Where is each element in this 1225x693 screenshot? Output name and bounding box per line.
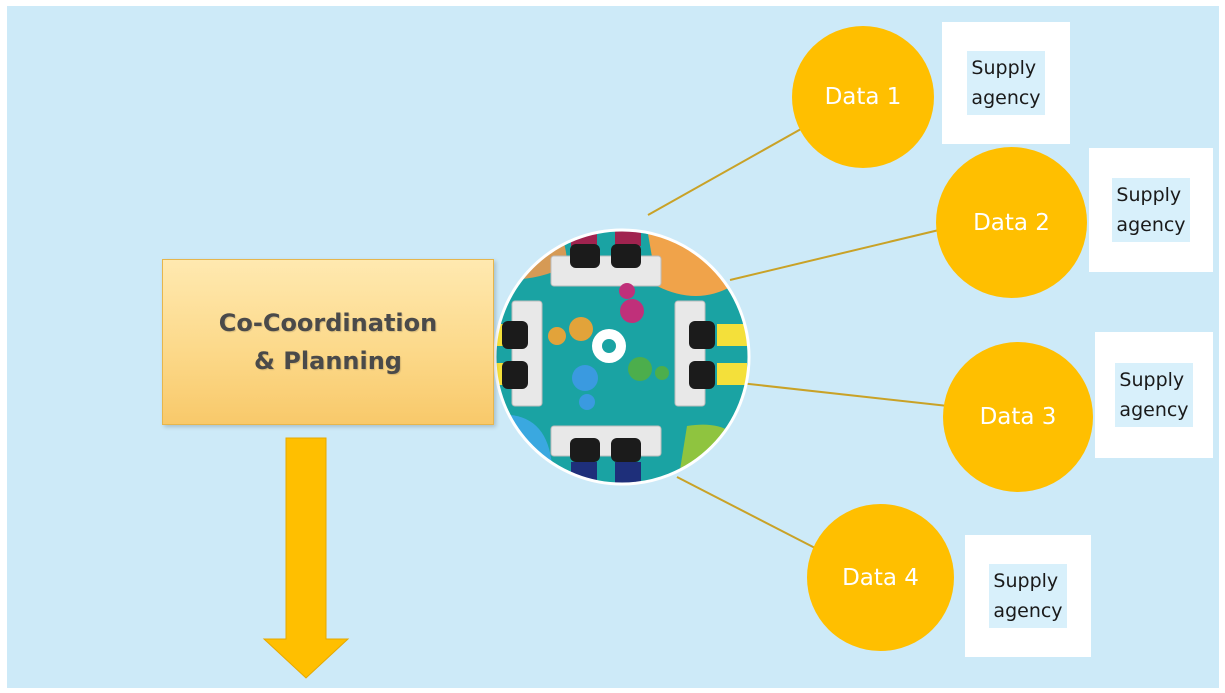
coordination-title-line1: Co-Coordination xyxy=(218,309,438,337)
coordination-title-line2: & Planning xyxy=(254,347,402,375)
data-node-1: Data 1 xyxy=(792,26,934,168)
supply-agency-box-2: Supply agency xyxy=(1089,148,1213,272)
supply-agency-4-line1: Supply xyxy=(993,570,1059,592)
data-node-4-label: Data 4 xyxy=(842,564,919,591)
connector-line-4 xyxy=(676,476,818,550)
down-arrow xyxy=(262,437,350,679)
data-node-4: Data 4 xyxy=(807,504,954,651)
supply-agency-3-line1: Supply xyxy=(1119,369,1185,391)
supply-agency-2-line2: agency xyxy=(1116,214,1186,236)
connector-layer xyxy=(262,128,949,679)
data-node-3-label: Data 3 xyxy=(979,404,1057,430)
data-node-3: Data 3 xyxy=(943,342,1093,492)
diagram-canvas: Co-Coordination & Planning Data 1 Supply… xyxy=(7,6,1219,688)
supply-agency-box-3: Supply agency xyxy=(1095,332,1213,458)
coordination-planning-box: Co-Coordination & Planning xyxy=(162,259,494,425)
data-node-1-label: Data 1 xyxy=(824,84,902,110)
hub-illustration xyxy=(495,230,749,484)
supply-agency-box-1: Supply agency xyxy=(942,22,1070,144)
connector-line-2 xyxy=(729,229,940,281)
supply-agency-3-line2: agency xyxy=(1119,399,1189,421)
supply-agency-2-line1: Supply xyxy=(1116,184,1182,206)
supply-agency-1-line1: Supply xyxy=(971,57,1037,79)
data-node-2: Data 2 xyxy=(936,147,1087,298)
supply-agency-4-line2: agency xyxy=(993,600,1063,622)
connector-line-1 xyxy=(647,128,802,216)
data-node-2-label: Data 2 xyxy=(973,209,1050,236)
supply-agency-1-line2: agency xyxy=(971,87,1041,109)
supply-agency-box-4: Supply agency xyxy=(965,535,1091,657)
connector-line-3 xyxy=(739,382,949,407)
